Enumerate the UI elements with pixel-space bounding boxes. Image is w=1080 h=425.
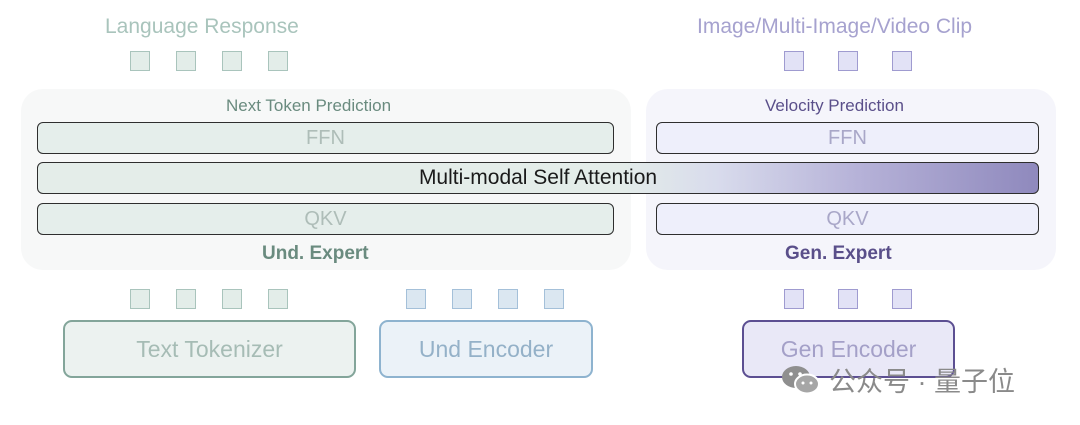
input-und-token <box>544 289 564 309</box>
und-expert-label: Und. Expert <box>262 243 369 264</box>
output-text-token <box>130 51 150 71</box>
input-gen-token <box>784 289 804 309</box>
gen-expert-label: Gen. Expert <box>785 243 892 264</box>
velocity-prediction-label: Velocity Prediction <box>765 96 904 115</box>
output-text-token <box>268 51 288 71</box>
output-text-token <box>222 51 242 71</box>
gen-ffn-block: FFN <box>656 122 1039 154</box>
input-text-token <box>130 289 150 309</box>
input-text-token <box>268 289 288 309</box>
gen-qkv-block: QKV <box>656 203 1039 235</box>
input-text-token <box>176 289 196 309</box>
output-visual-token <box>838 51 858 71</box>
watermark-text: 公众号 · 量子位 <box>829 367 1015 397</box>
output-visual-token <box>892 51 912 71</box>
und-encoder-box: Und Encoder <box>379 320 593 378</box>
image-video-output-label: Image/Multi-Image/Video Clip <box>697 15 973 38</box>
input-gen-token <box>892 289 912 309</box>
gen-encoder-box: Gen Encoder <box>742 320 955 378</box>
input-und-token <box>498 289 518 309</box>
language-response-label: Language Response <box>105 15 299 38</box>
input-und-token <box>452 289 472 309</box>
next-token-prediction-label: Next Token Prediction <box>226 96 392 115</box>
text-tokenizer-box: Text Tokenizer <box>63 320 356 378</box>
multimodal-self-attention-block: Multi-modal Self Attention <box>37 162 1039 194</box>
input-text-token <box>222 289 242 309</box>
und-qkv-block: QKV <box>37 203 614 235</box>
watermark: 公众号 · 量子位 <box>781 360 1015 399</box>
und-ffn-block: FFN <box>37 122 614 154</box>
input-und-token <box>406 289 426 309</box>
output-text-token <box>176 51 196 71</box>
output-visual-token <box>784 51 804 71</box>
input-gen-token <box>838 289 858 309</box>
wechat-icon <box>782 365 820 394</box>
